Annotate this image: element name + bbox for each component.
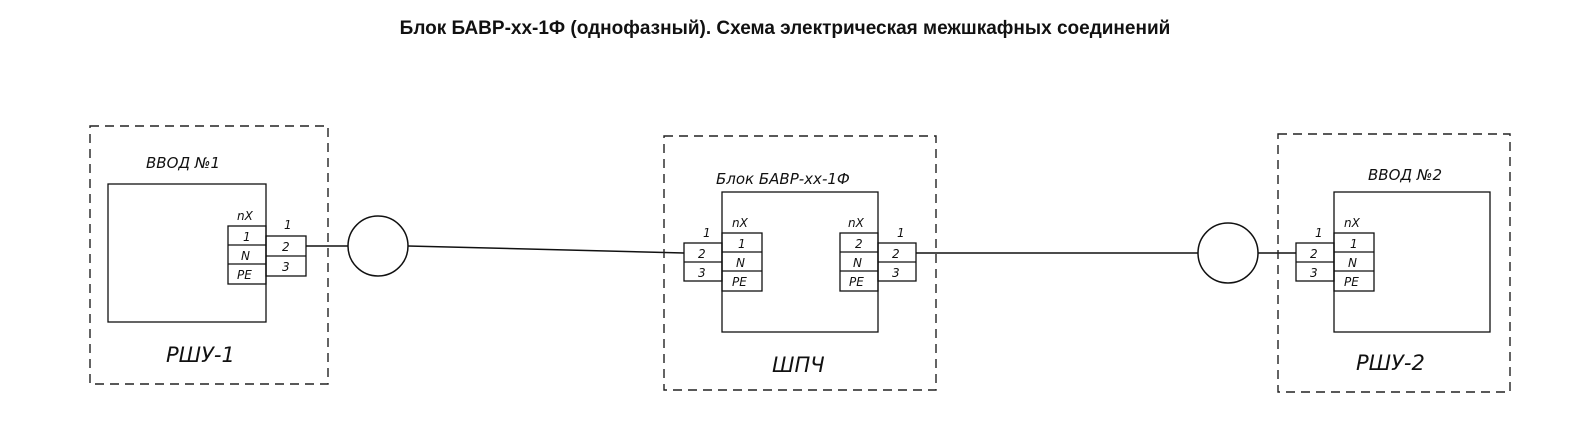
diagram-title: Блок БАВР-хх-1Ф (однофазный). Схема элек… bbox=[399, 18, 1171, 39]
cabinet-rshu2-name: РШУ-2 bbox=[1356, 351, 1425, 375]
cabinet-shpch-name: ШПЧ bbox=[772, 353, 825, 377]
rshu2-wire-3: 3 bbox=[1310, 266, 1318, 280]
shpch-left-pin-n: N bbox=[736, 256, 745, 270]
shpch-right-pin-pe: PE bbox=[849, 275, 864, 289]
cabinet-rshu1: ВВОД №1 nX 1 N PE 1 2 3 РШУ-1 bbox=[89, 125, 329, 385]
shpch-left-wire-1: 1 bbox=[703, 226, 711, 240]
input2-device bbox=[1333, 191, 1491, 333]
rshu1-pin-pe: PE bbox=[237, 268, 252, 282]
cable-1-marker bbox=[347, 215, 409, 277]
cabinet-shpch: Блок БАВР-хх-1Ф 1 2 3 nX 1 N PE nX 2 N P… bbox=[663, 135, 937, 391]
shpch-right-wire-3: 3 bbox=[892, 266, 900, 280]
rshu2-pin-n: N bbox=[1348, 256, 1357, 270]
rshu2-terminal-header: nX bbox=[1344, 216, 1361, 230]
rshu2-pin-pe: PE bbox=[1344, 275, 1359, 289]
input2-label: ВВОД №2 bbox=[1368, 166, 1442, 184]
shpch-right-terminal-header: nX bbox=[848, 216, 865, 230]
bavr-block-label: Блок БАВР-хх-1Ф bbox=[716, 170, 850, 188]
rshu1-wire-1: 1 bbox=[284, 218, 292, 232]
shpch-left-terminal-header: nX bbox=[732, 216, 749, 230]
shpch-right-wire-1: 1 bbox=[897, 226, 905, 240]
rshu1-pin-1: 1 bbox=[243, 230, 251, 244]
cabinet-rshu1-name: РШУ-1 bbox=[166, 343, 235, 367]
shpch-left-wire-3: 3 bbox=[698, 266, 706, 280]
shpch-left-pin-pe: PE bbox=[732, 275, 747, 289]
rshu1-wire-3: 3 bbox=[282, 260, 290, 274]
cabinet-rshu2: ВВОД №2 1 2 3 nX 1 N PE РШУ-2 bbox=[1277, 133, 1511, 393]
input1-label: ВВОД №1 bbox=[146, 154, 220, 172]
cabinet-rshu1-border bbox=[89, 125, 329, 385]
shpch-right-wire-2: 2 bbox=[892, 247, 900, 261]
cable-2-marker bbox=[1197, 222, 1259, 284]
shpch-left-wire-2: 2 bbox=[698, 247, 706, 261]
rshu1-terminal-header: nX bbox=[237, 209, 254, 223]
shpch-right-pin-n: N bbox=[853, 256, 862, 270]
rshu2-wire-1: 1 bbox=[1315, 226, 1323, 240]
rshu1-wire-2: 2 bbox=[282, 240, 290, 254]
shpch-left-terminal-block bbox=[721, 232, 763, 292]
shpch-right-pin-2: 2 bbox=[855, 237, 863, 251]
rshu2-terminal-block bbox=[1333, 232, 1375, 292]
shpch-left-pin-1: 1 bbox=[738, 237, 746, 251]
rshu2-pin-1: 1 bbox=[1350, 237, 1358, 251]
cabinet-rshu2-border bbox=[1277, 133, 1511, 393]
cabinet-shpch-border bbox=[663, 135, 937, 391]
rshu2-wire-2: 2 bbox=[1310, 247, 1318, 261]
rshu1-pin-n: N bbox=[241, 249, 250, 263]
